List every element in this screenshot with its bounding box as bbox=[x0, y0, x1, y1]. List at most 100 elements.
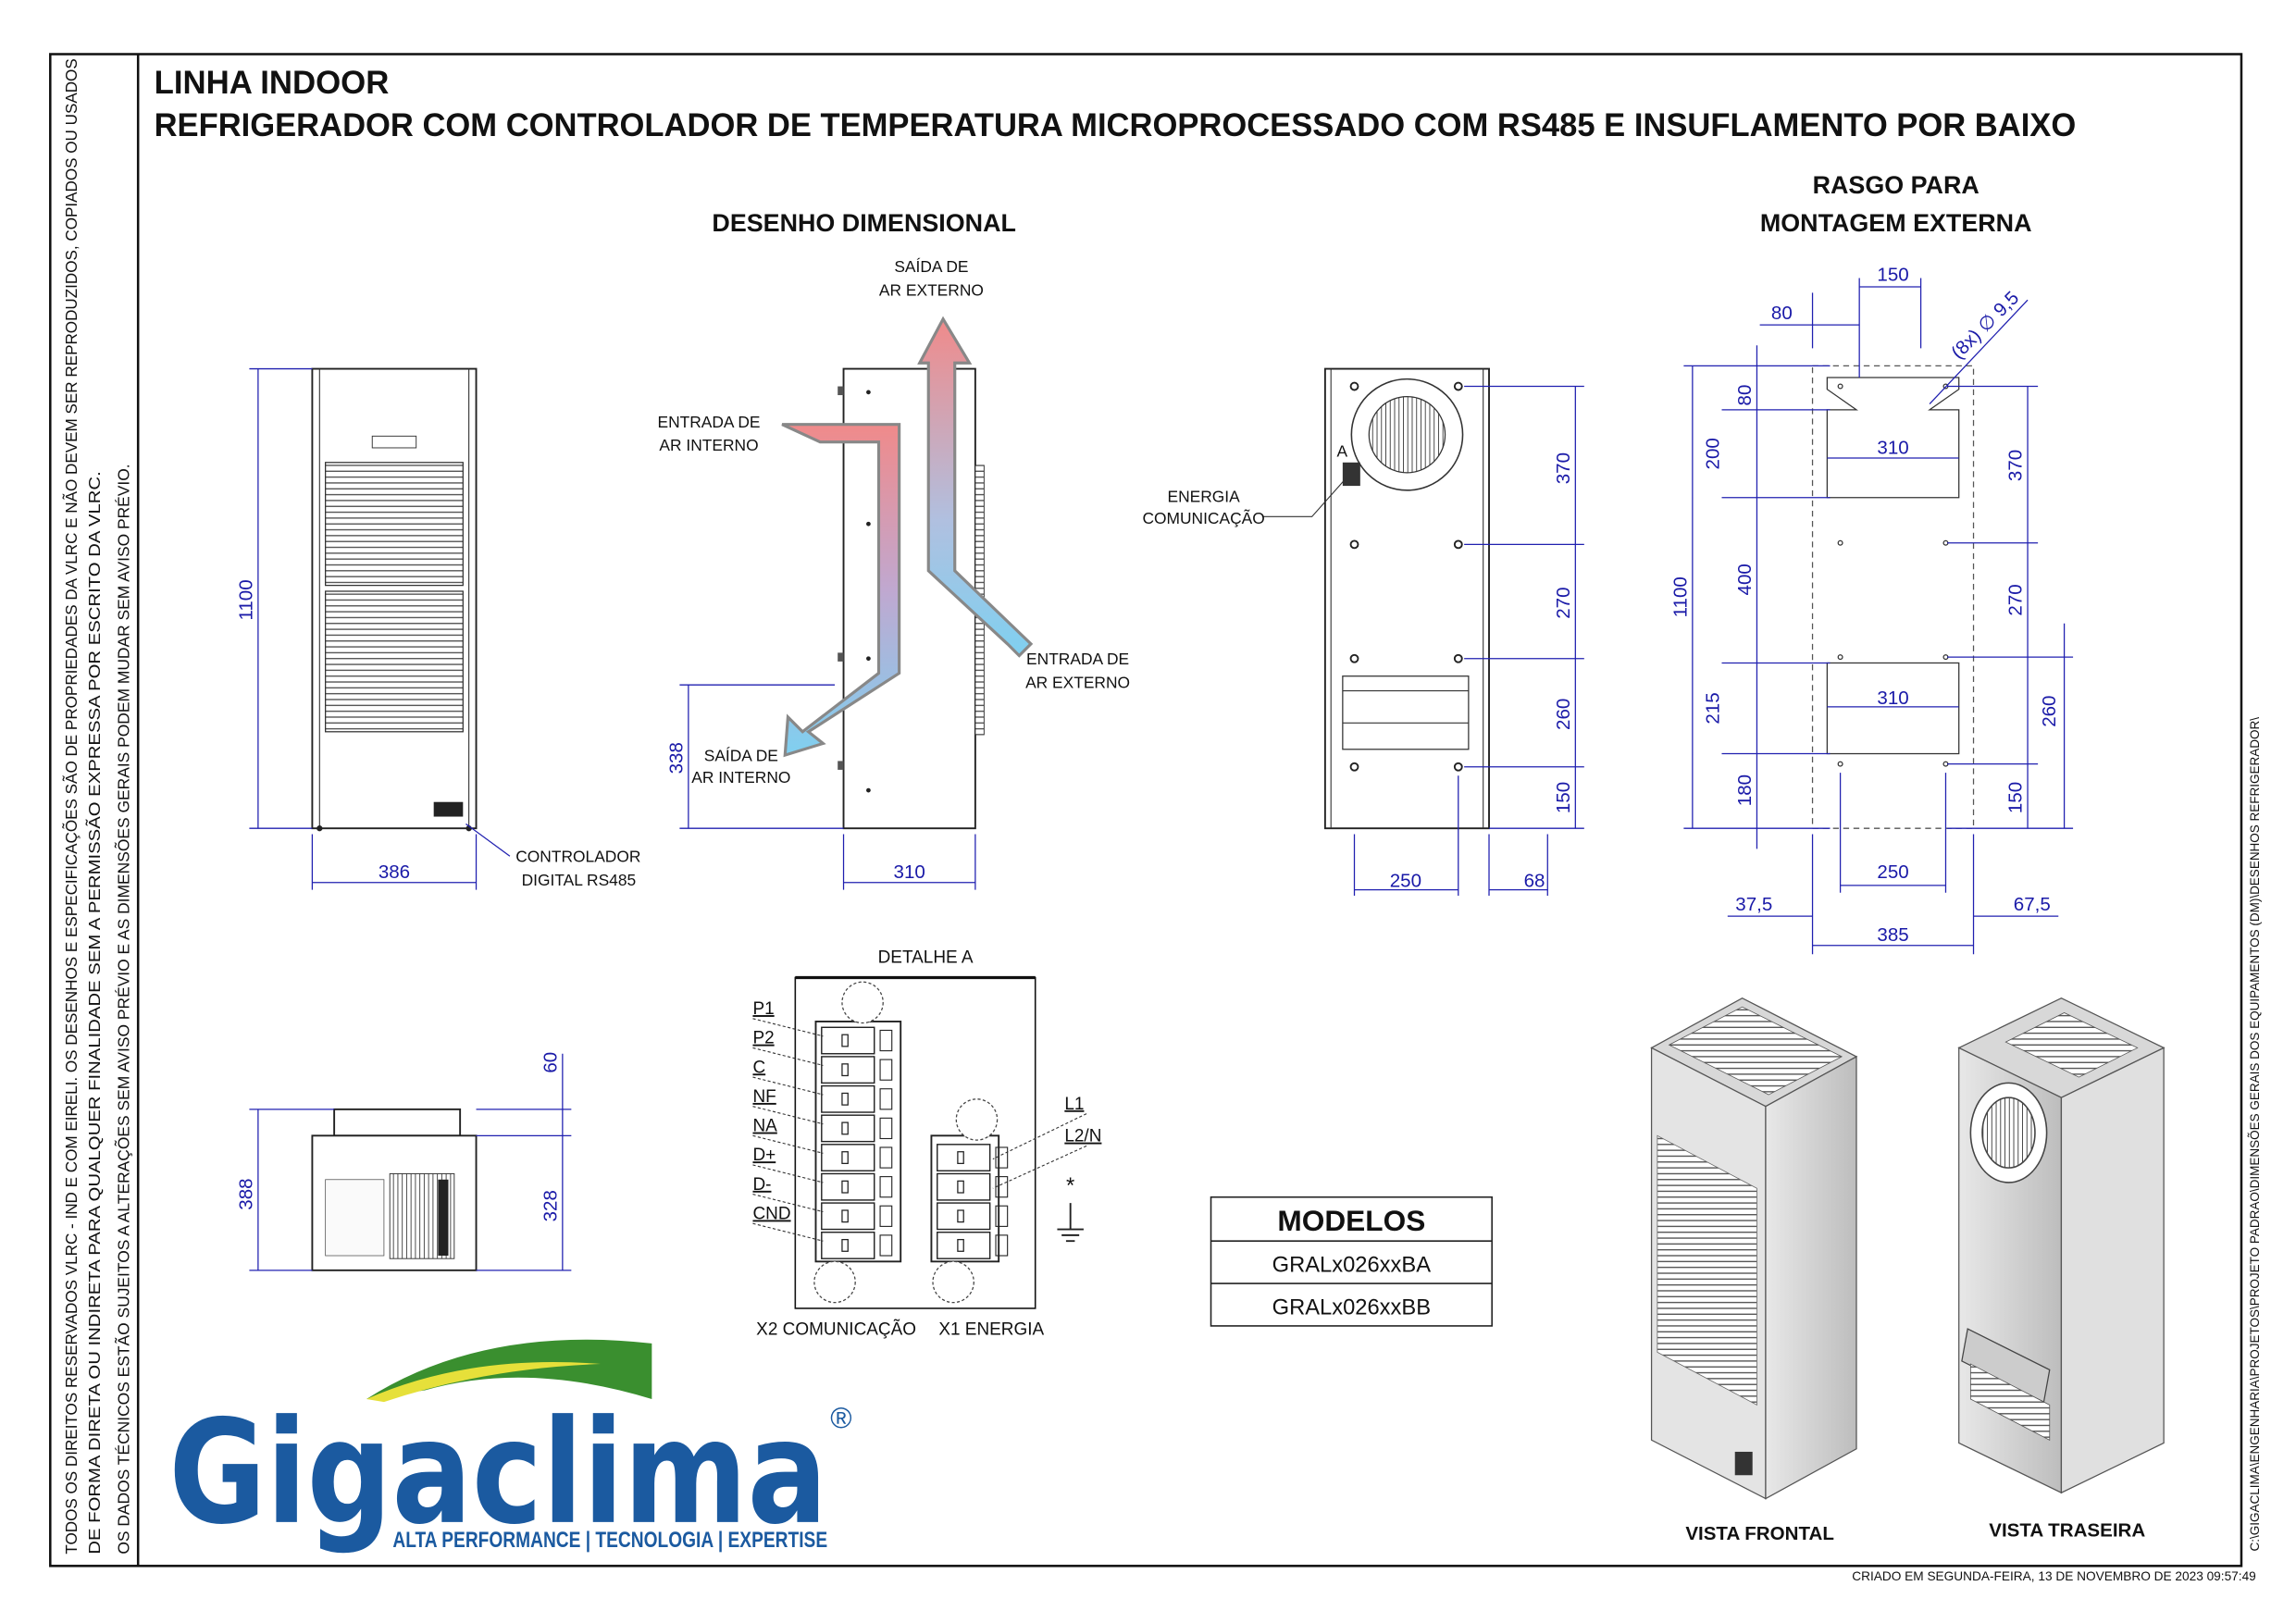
dimension-rear-c: 260 bbox=[1553, 699, 1574, 730]
terminal-label-c: C bbox=[752, 1058, 765, 1077]
rear-view-drawing bbox=[1323, 367, 1490, 830]
terminal-slot bbox=[937, 1144, 991, 1171]
dimension-top-388: 388 bbox=[236, 1178, 257, 1209]
terminal-label-d: D- bbox=[752, 1175, 771, 1195]
top-view-drawing bbox=[249, 1053, 572, 1271]
dimension-cut-215: 215 bbox=[1702, 692, 1723, 724]
logo-wordmark: Gigaclima bbox=[168, 1389, 827, 1556]
energy-label-1: ENERGIA bbox=[1167, 487, 1240, 505]
internal-out-label-2: AR INTERNO bbox=[691, 768, 790, 787]
section-dimensional: DESENHO DIMENSIONAL bbox=[712, 209, 1016, 237]
terminal-label-p2: P2 bbox=[752, 1029, 774, 1048]
cutout-drawing bbox=[1683, 278, 2074, 955]
terminal-label-l1: L1 bbox=[1064, 1095, 1084, 1114]
dimension-cut-270: 270 bbox=[2005, 584, 2027, 615]
dimension-cut-250: 250 bbox=[1877, 861, 1908, 883]
dimension-top-328: 328 bbox=[540, 1190, 562, 1221]
terminal-label-nf: NF bbox=[752, 1087, 776, 1107]
controller-label-1: CONTROLADOR bbox=[515, 848, 640, 866]
terminal-slot bbox=[821, 1114, 875, 1143]
copyright-notice: TODOS OS DIREITOS RESERVADOS VLRC - IND … bbox=[62, 58, 133, 1554]
section-cutout-1: RASGO PARA bbox=[1813, 171, 1980, 199]
detail-a-marker: A bbox=[1337, 441, 1348, 460]
title-line-1: LINHA INDOOR bbox=[155, 66, 390, 101]
external-in-label-2: AR EXTERNO bbox=[1025, 673, 1130, 691]
x2-label: X2 COMUNICAÇÃO bbox=[756, 1319, 916, 1339]
hole-spec: (8x) ∅ 9,5 bbox=[1947, 287, 2023, 363]
dimension-rear-w2: 68 bbox=[1524, 870, 1545, 891]
internal-air-arrow bbox=[781, 423, 901, 758]
rear-view-caption: VISTA TRASEIRA bbox=[1989, 1520, 2145, 1542]
dimension-front-h: 1100 bbox=[236, 579, 257, 620]
terminal-label-na: NA bbox=[752, 1117, 777, 1136]
dimension-cut-370: 370 bbox=[2005, 450, 2027, 481]
internal-out-label-1: SAÍDA DE bbox=[704, 746, 778, 764]
file-path: C:\GIGACLIMA\ENGENHARIA\PROJETOS\PROJETO… bbox=[2247, 717, 2263, 1552]
dimension-front-w: 386 bbox=[379, 861, 410, 883]
external-out-label-2: AR EXTERNO bbox=[879, 280, 984, 299]
dimension-labels: 1100 386 338 310 370 270 260 150 250 68 150 80 80 200… bbox=[236, 265, 2061, 1222]
dimension-cut-v80: 80 bbox=[1734, 385, 1756, 406]
dimension-cut-385: 385 bbox=[1877, 924, 1908, 946]
controller-label-2: DIGITAL RS485 bbox=[522, 871, 637, 889]
model-item: GRALx026xxBA bbox=[1272, 1253, 1432, 1277]
side-dimensions bbox=[679, 684, 976, 890]
sheet-border bbox=[49, 53, 2243, 1567]
airflow-arrows bbox=[781, 316, 1034, 758]
rear-3d-view bbox=[1957, 997, 2166, 1494]
dimension-cut-375: 37,5 bbox=[1735, 894, 1772, 915]
dimension-top-60: 60 bbox=[540, 1052, 562, 1073]
dimension-rear-b: 270 bbox=[1553, 587, 1574, 618]
terminal-label-d: D+ bbox=[752, 1146, 776, 1165]
creation-date: CRIADO EM SEGUNDA-FEIRA, 13 DE NOVEMBRO … bbox=[1852, 1569, 2256, 1584]
notice-line-1: TODOS OS DIREITOS RESERVADOS VLRC - IND … bbox=[62, 58, 81, 1554]
dimension-cut-top1: 150 bbox=[1877, 265, 1908, 286]
dimension-cut-675: 67,5 bbox=[2014, 894, 2051, 915]
dimension-cut-200: 200 bbox=[1702, 438, 1723, 469]
rear-dimensions bbox=[1353, 385, 1584, 896]
dimension-cut-260: 260 bbox=[2039, 696, 2060, 727]
dimension-cut-150: 150 bbox=[2005, 782, 2027, 813]
front-dimensions bbox=[249, 367, 511, 890]
section-cutout-2: MONTAGEM EXTERNA bbox=[1760, 209, 2032, 237]
terminal-label-cnd: CND bbox=[752, 1204, 790, 1223]
x1-label: X1 ENERGIA bbox=[938, 1319, 1044, 1339]
dimension-cut-1100: 1100 bbox=[1670, 576, 1692, 617]
dimension-cut-top2: 80 bbox=[1771, 303, 1793, 324]
registered-mark: ® bbox=[830, 1402, 851, 1435]
asterisk-marker: * bbox=[1066, 1174, 1074, 1198]
gigaclima-logo: Gigaclima ® ALTA PERFORMANCE | TECNOLOGI… bbox=[168, 1339, 852, 1556]
front-view-drawing bbox=[311, 367, 478, 832]
dimension-side-h: 338 bbox=[666, 742, 688, 774]
external-out-label-1: SAÍDA DE bbox=[894, 257, 968, 276]
external-air-arrow bbox=[917, 316, 1034, 658]
dimension-cut-400: 400 bbox=[1734, 564, 1756, 595]
terminal-label-l2n: L2/N bbox=[1064, 1127, 1101, 1146]
dimension-cut-310a: 310 bbox=[1877, 437, 1908, 458]
cutout-annotations: (8x) ∅ 9,5 bbox=[1947, 287, 2023, 363]
dimension-side-w: 310 bbox=[894, 861, 925, 883]
dimension-cut-310b: 310 bbox=[1877, 688, 1908, 709]
ground-icon bbox=[1057, 1203, 1084, 1243]
model-item: GRALx026xxBB bbox=[1272, 1295, 1431, 1319]
internal-in-label-2: AR INTERNO bbox=[659, 436, 758, 454]
dimension-rear-w1: 250 bbox=[1390, 870, 1421, 891]
internal-in-label-1: ENTRADA DE bbox=[658, 413, 761, 431]
dimension-rear-a: 370 bbox=[1553, 452, 1574, 484]
terminal-label-p1: P1 bbox=[752, 999, 774, 1019]
energy-leader bbox=[1261, 477, 1348, 517]
energy-label-2: COMUNICAÇÃO bbox=[1142, 509, 1264, 527]
notice-line-3: OS DADOS TÉCNICOS ESTÃO SUJEITOS A ALTER… bbox=[115, 464, 133, 1554]
models-title: MODELOS bbox=[1277, 1204, 1425, 1237]
terminal-slot bbox=[821, 1202, 875, 1231]
external-in-label-1: ENTRADA DE bbox=[1026, 650, 1129, 668]
detail-a-title: DETALHE A bbox=[878, 948, 974, 968]
dimension-rear-d: 150 bbox=[1553, 782, 1574, 813]
models-table: MODELOS GRALx026xxBA GRALx026xxBB bbox=[1210, 1196, 1493, 1327]
notice-line-2: DE FORMA DIRETA OU INDIRETA PARA QUALQUE… bbox=[85, 471, 104, 1554]
dimension-cut-180: 180 bbox=[1734, 774, 1756, 806]
logo-tagline: ALTA PERFORMANCE | TECNOLOGIA | EXPERTIS… bbox=[392, 1529, 827, 1553]
